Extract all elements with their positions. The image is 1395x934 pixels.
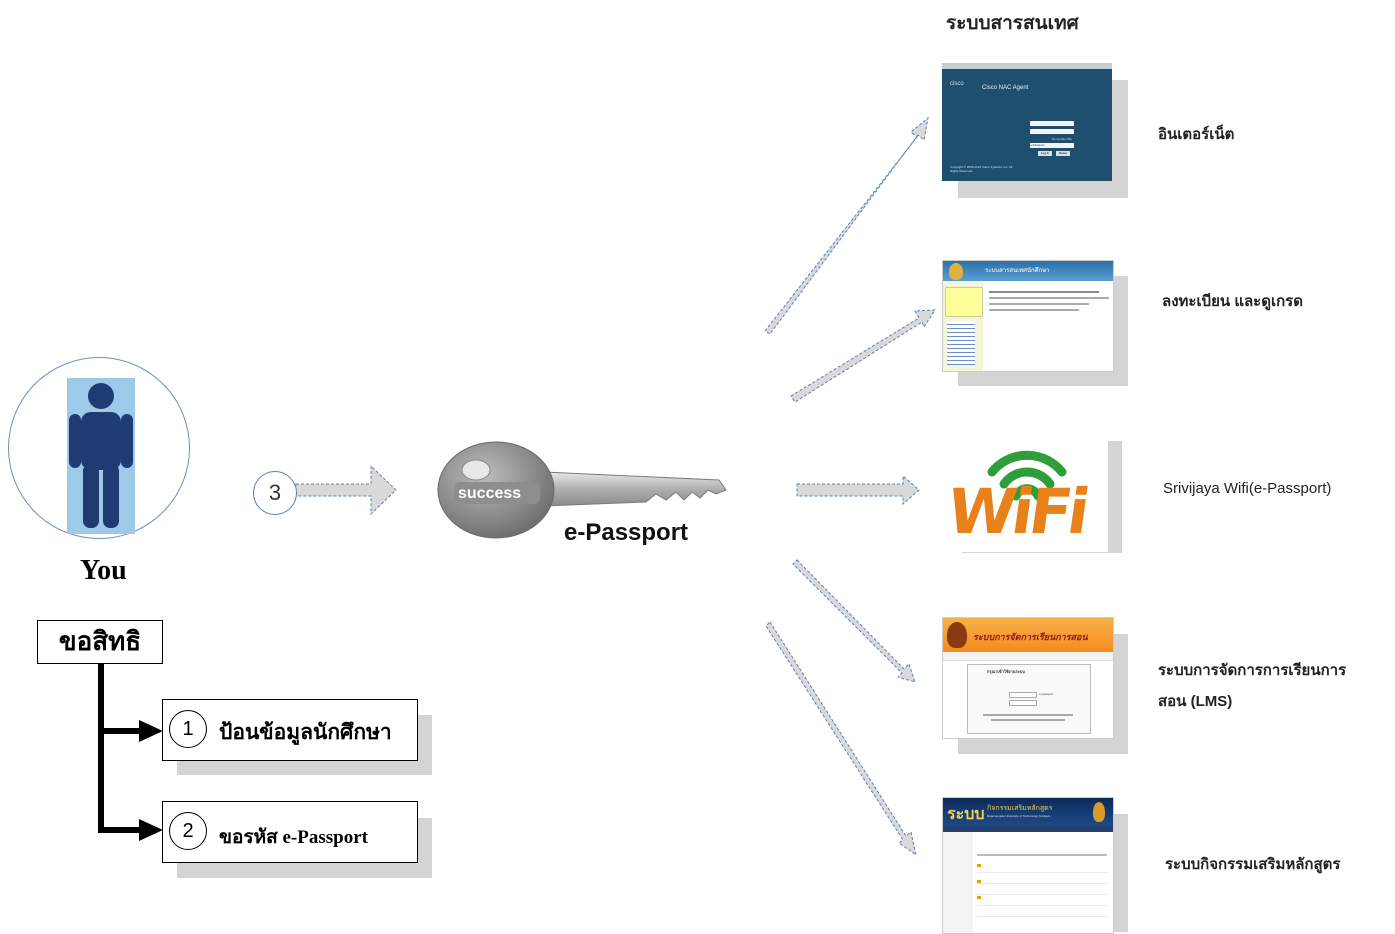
arrow-to-lms (792, 559, 916, 683)
request-box[interactable]: ขอสิทธิ (37, 620, 163, 664)
step-2-box[interactable]: 2 ขอรหัส e-Passport (162, 801, 418, 863)
user-label: You (80, 555, 127, 586)
step-1-box[interactable]: 1 ป้อนข้อมูลนักศึกษา (162, 699, 418, 761)
step-2-number: 2 (169, 812, 207, 850)
university-seal-icon (949, 263, 963, 280)
university-seal-icon (947, 622, 967, 648)
login-button[interactable]: Log In (1038, 151, 1052, 156)
wifi-icon (987, 450, 1067, 501)
reset-button[interactable]: Reset (1056, 151, 1070, 156)
password-field[interactable] (1030, 129, 1074, 134)
thumb-activities[interactable]: ระบบ กิจกรรมเสริมหลักสูตร Rajamangala Un… (942, 797, 1114, 934)
key-label: e-Passport (564, 519, 689, 546)
service-label-internet: อินเตอร์เน็ต (1158, 126, 1235, 143)
page-title: ระบบสารสนเทศ (946, 13, 1079, 34)
service-label-lms: ระบบการจัดการการเรียนการ สอน (LMS) (1158, 662, 1347, 710)
user-circle (8, 357, 190, 539)
tree-connector (98, 664, 163, 841)
university-seal-icon (1093, 802, 1105, 822)
thumb-internet[interactable]: cisco Cisco NAC Agent Remember Me e-Pass… (942, 63, 1112, 181)
arrow-to-internet (764, 116, 929, 335)
thumb-wifi[interactable]: WiFi (942, 424, 1108, 552)
service-label-registration: ลงทะเบียน และดูเกรด (1162, 293, 1303, 310)
arrow-to-activities (765, 621, 917, 857)
lms-password-field[interactable] (1009, 700, 1037, 706)
step-2-label: ขอรหัส e-Passport (219, 827, 368, 848)
username-field[interactable] (1030, 121, 1074, 126)
key-badge: success (458, 485, 522, 502)
lms-username-field[interactable] (1009, 692, 1037, 698)
arrow-to-registration (790, 309, 936, 403)
thumb-registration[interactable]: ระบบสารสนเทศนักศึกษา (942, 260, 1114, 372)
step-1-label: ป้อนข้อมูลนักศึกษา (219, 720, 392, 744)
server-select[interactable]: e-Passport (1030, 143, 1074, 148)
person-icon (67, 378, 135, 534)
step-1-number: 1 (169, 710, 207, 748)
service-label-wifi: Srivijaya Wifi(e-Passport) (1163, 480, 1332, 497)
thumb-lms[interactable]: ระบบการจัดการเรียนการสอน กรุณาเข้าใช้งาน… (942, 617, 1114, 739)
arrow-to-key (295, 464, 397, 516)
service-label-activities: ระบบกิจกรรมเสริมหลักสูตร (1165, 856, 1341, 873)
key-icon[interactable]: success e-Passport (434, 410, 734, 600)
step-3-number: 3 (253, 471, 297, 515)
cisco-logo-icon: cisco (950, 81, 964, 87)
arrow-to-wifi (796, 474, 920, 506)
